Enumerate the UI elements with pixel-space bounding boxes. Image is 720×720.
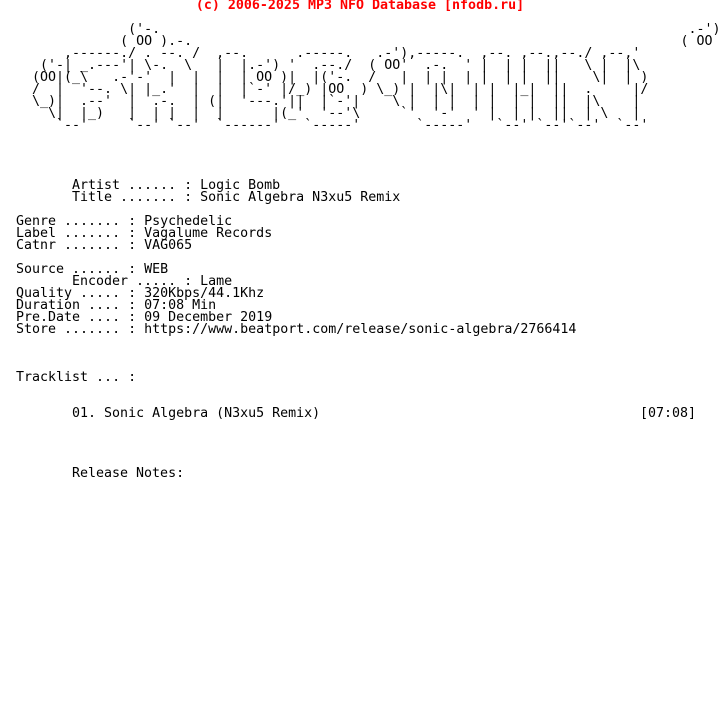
catnr-line: Catnr ....... : VAG065 bbox=[16, 238, 720, 253]
quality-line: Quality ..... : 320Kbps/44.1Khz bbox=[16, 286, 720, 301]
predate-value: 09 December 2019 bbox=[144, 310, 273, 325]
nfo-document: (c) 2006-2025 MP3 NFO Database [nfodb.ru… bbox=[16, 0, 720, 480]
track-row: 01. Sonic Algebra (N3xu5 Remix) [07:08] bbox=[16, 406, 696, 421]
track-duration: [07:08] bbox=[639, 406, 696, 421]
label-line: Label ....... : Vagalume Records bbox=[16, 226, 720, 241]
title-line: Title ....... : Sonic Algebra N3xu5 Remi… bbox=[16, 190, 720, 205]
spacer bbox=[16, 132, 720, 180]
artist-label: Artist ...... : bbox=[72, 178, 193, 193]
duration-label: Duration .... : bbox=[16, 298, 137, 313]
quality-value: 320Kbps/44.1Khz bbox=[144, 286, 265, 301]
track-title: 01. Sonic Algebra (N3xu5 Remix) bbox=[72, 406, 321, 421]
track-number: 01. bbox=[72, 406, 97, 421]
catnr-label: Catnr ....... : bbox=[16, 238, 137, 253]
quality-label: Quality ..... : bbox=[16, 286, 137, 301]
spacer bbox=[16, 420, 720, 468]
predate-line: Pre.Date .... : 09 December 2019 bbox=[16, 310, 720, 325]
artist-value: Logic Bomb bbox=[200, 178, 281, 193]
store-label: Store ....... : bbox=[16, 322, 137, 337]
predate-label: Pre.Date .... : bbox=[16, 310, 137, 325]
genre-label: Genre ....... : bbox=[16, 214, 137, 229]
source-value: WEB bbox=[144, 262, 169, 277]
title-value: Sonic Algebra N3xu5 Remix bbox=[200, 190, 401, 205]
genre-value: Psychedelic bbox=[144, 214, 233, 229]
genre-line: Genre ....... : Psychedelic bbox=[16, 214, 720, 229]
title-label: Title ....... : bbox=[72, 190, 193, 205]
release-notes-heading: Release Notes: bbox=[72, 466, 185, 481]
artist-line: Artist ...... : Logic Bomb bbox=[16, 178, 720, 193]
store-url: https://www.beatport.com/release/sonic-a… bbox=[144, 322, 577, 337]
spacer bbox=[16, 384, 720, 408]
source-line: Source ...... : WEB bbox=[16, 262, 720, 277]
label-value: Vagalume Records bbox=[144, 226, 273, 241]
encoder-label: Encoder ..... : bbox=[72, 274, 193, 289]
label-label: Label ....... : bbox=[16, 226, 137, 241]
duration-line: Duration .... : 07:08 Min bbox=[16, 298, 720, 313]
copyright-header: (c) 2006-2025 MP3 NFO Database [nfodb.ru… bbox=[195, 0, 525, 13]
encoder-value: Lame bbox=[200, 274, 233, 289]
store-line: Store ....... : https://www.beatport.com… bbox=[16, 322, 720, 337]
tracklist-heading: Tracklist ... : bbox=[16, 370, 137, 385]
encoder-line: Encoder ..... : Lame bbox=[16, 274, 720, 289]
spacer bbox=[16, 336, 720, 372]
duration-value: 07:08 Min bbox=[144, 298, 217, 313]
ascii-art-logo: ('-. .-') _ ( OO ).-. ( OO ) ) ,------./… bbox=[32, 22, 720, 133]
source-label: Source ...... : bbox=[16, 262, 137, 277]
catnr-value: VAG065 bbox=[144, 238, 193, 253]
track-name: Sonic Algebra (N3xu5 Remix) bbox=[104, 406, 321, 421]
